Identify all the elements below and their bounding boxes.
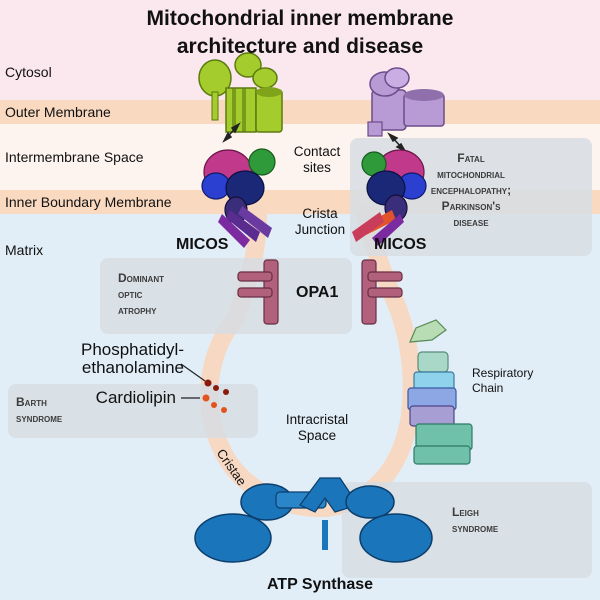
disease-barth-line-1: Barth [16,395,47,409]
label-cardiolipin: Cardiolipin [95,388,176,407]
respiratory-chain [407,319,473,465]
disease-doa-line-3: atrophy [118,303,157,317]
label-phosphatidylethanolamine-line-1: Phosphatidyl- [80,340,184,359]
label-intracristal-space-line-1: Intracristal [285,412,349,427]
label-phosphatidylethanolamine-line-2: ethanolamine [81,358,184,377]
cytosol-region [0,0,600,100]
diagram-title-line-1: Mitochondrial inner membrane [146,7,454,30]
disease-barth-line-2: syndrome [16,411,63,425]
outer-membrane-protein-right [367,67,445,137]
region-label-intermembrane-space: Intermembrane Space [5,149,144,165]
disease-leigh-line-1: Leigh [452,505,479,519]
label-respiratory-chain-line-2: Chain [472,381,504,395]
disease-leigh-syndrome: Leigh syndrome [452,504,498,536]
region-label-matrix: Matrix [5,242,44,258]
disease-barth-syndrome: Barth syndrome [16,394,62,426]
disease-doa-line-2: optic [118,287,143,301]
diagram-title-line-2: architecture and disease [176,35,424,58]
atp-synthase [194,477,433,563]
disease-fatal-line-1: Fatal [457,151,485,165]
opa1-left [237,259,279,325]
label-micos-left: MICOS [176,236,229,253]
outer-membrane-band [0,100,600,124]
disease-leigh-line-2: syndrome [452,521,499,535]
region-label-cytosol: Cytosol [5,64,52,80]
disease-fatal-line-3: encephalopathy; [430,183,512,197]
label-micos-right: MICOS [374,236,427,253]
label-contact-sites-line-2: sites [303,160,331,175]
contact-arrows [222,122,407,153]
disease-fatal-line-2: mitochondrial [437,167,505,181]
opa1-right [361,259,403,325]
label-respiratory-chain-line-1: Respiratory [472,366,534,380]
label-crista-junction-line-1: Crista [302,206,338,221]
micos-complex-right [352,149,427,246]
lipid-molecules [180,363,229,413]
disease-doa-line-1: Dominant [118,271,164,285]
disease-dominant-optic-atrophy: Dominant optic atrophy [118,270,164,318]
label-intracristal-space-line-2: Space [297,428,337,443]
disease-fatal-line-5: disease [453,215,489,229]
micos-complex-left [201,148,276,248]
label-crista-junction-line-2: Junction [294,222,346,237]
label-atp-synthase: ATP Synthase [266,576,374,593]
outer-membrane-protein-left [198,52,283,133]
disease-fatal-encephalopathy: Fatal mitochondrial encephalopathy; Park… [352,150,590,230]
label-opa1: OPA1 [296,284,339,301]
disease-fatal-line-4: Parkinson's [441,199,501,213]
optic-atrophy-box [100,258,352,334]
region-label-inner-boundary-membrane: Inner Boundary Membrane [5,194,172,210]
label-contact-sites-line-1: Contact [293,144,341,159]
region-label-outer-membrane: Outer Membrane [5,104,111,120]
